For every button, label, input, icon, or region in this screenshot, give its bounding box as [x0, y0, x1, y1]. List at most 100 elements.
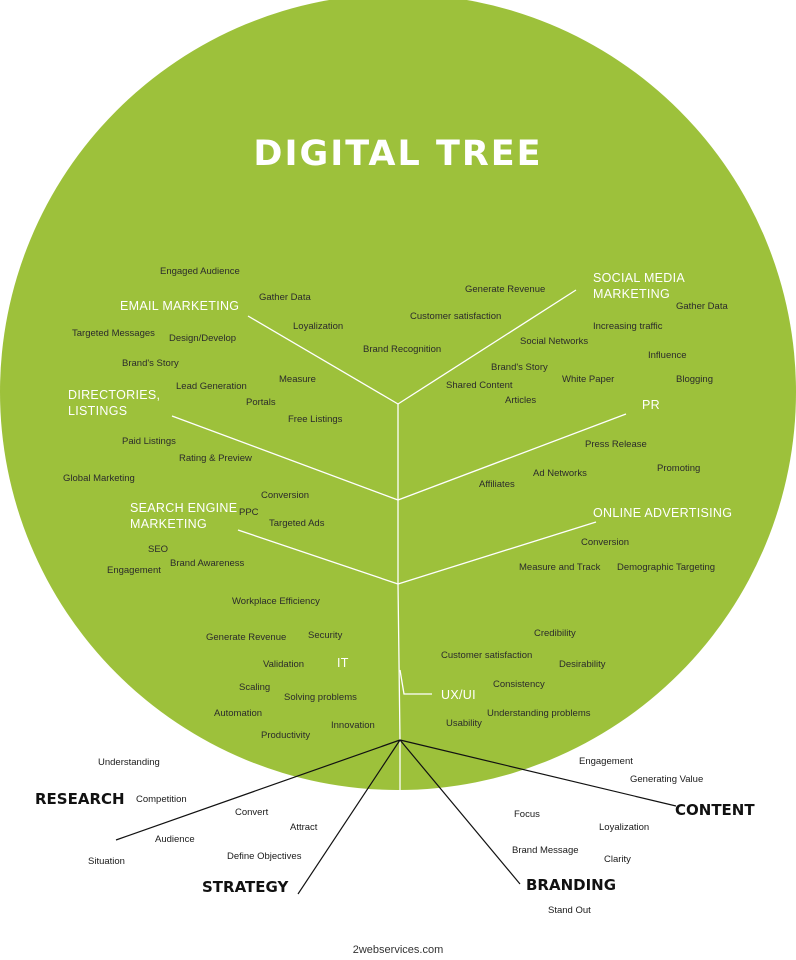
label-situation: Situation — [88, 856, 125, 867]
label-engagement-root: Engagement — [579, 756, 633, 767]
label-press-release: Press Release — [585, 439, 647, 450]
label-audience: Audience — [155, 834, 195, 845]
label-brand-message: Brand Message — [512, 845, 579, 856]
label-targeted-messages: Targeted Messages — [72, 328, 155, 339]
branch-online-advertising — [397, 521, 597, 585]
label-white-paper: White Paper — [562, 374, 615, 385]
label-global-marketing: Global Marketing — [63, 473, 135, 484]
label-blogging: Blogging — [676, 374, 713, 385]
category-it: IT — [337, 656, 349, 670]
label-shared-content: Shared Content — [446, 380, 513, 391]
label-define-objectives: Define Objectives — [227, 851, 302, 862]
root-research — [115, 739, 401, 841]
category-directories-line1: DIRECTORIES, — [68, 388, 161, 402]
label-paid-listings: Paid Listings — [122, 436, 176, 447]
label-usability: Usability — [446, 718, 482, 729]
label-understanding-problems: Understanding problems — [487, 708, 591, 719]
label-gather-data-right: Gather Data — [676, 301, 728, 312]
footer-credit: 2webservices.com — [352, 944, 444, 956]
label-solving-problems: Solving problems — [284, 692, 357, 703]
label-design-develop: Design/Develop — [169, 333, 237, 344]
label-ppc: PPC — [239, 507, 259, 518]
label-security: Security — [308, 630, 343, 641]
label-attract: Attract — [290, 822, 318, 833]
roots — [115, 739, 677, 895]
label-credibility: Credibility — [534, 628, 576, 639]
label-workplace-efficiency: Workplace Efficiency — [232, 596, 320, 607]
root-branding — [399, 739, 521, 885]
category-online-advertising: ONLINE ADVERTISING — [593, 506, 733, 520]
branch-ux-ui — [399, 669, 432, 695]
label-social-networks: Social Networks — [520, 336, 589, 347]
label-gather-data-left: Gather Data — [259, 292, 311, 303]
label-understanding: Understanding — [98, 757, 160, 768]
trunk-and-branches — [171, 289, 627, 790]
category-search-engine-line2: MARKETING — [130, 517, 208, 531]
label-brand-awareness: Brand Awareness — [170, 558, 245, 569]
label-articles: Articles — [505, 395, 537, 406]
label-stand-out: Stand Out — [548, 905, 591, 916]
label-convert: Convert — [235, 807, 269, 818]
label-clarity: Clarity — [604, 854, 631, 865]
label-brand-recognition: Brand Recognition — [363, 344, 442, 355]
label-generate-revenue-top: Generate Revenue — [465, 284, 546, 295]
label-consistency: Consistency — [493, 679, 545, 690]
label-engaged-audience: Engaged Audience — [160, 266, 240, 277]
root-heading-branding: BRANDING — [526, 876, 617, 894]
label-focus: Focus — [514, 809, 540, 820]
category-email-marketing: EMAIL MARKETING — [120, 299, 240, 313]
label-engagement-left: Engagement — [107, 565, 161, 576]
label-brands-story-right: Brand's Story — [491, 362, 548, 373]
label-ad-networks: Ad Networks — [533, 468, 587, 479]
label-generating-value: Generating Value — [630, 774, 704, 785]
label-desirability: Desirability — [559, 659, 606, 670]
label-measure-and-track: Measure and Track — [519, 562, 601, 573]
branch-email-marketing — [247, 315, 399, 405]
diagram-title: DIGITAL TREE — [253, 134, 543, 174]
label-customer-satisfaction-top: Customer satisfaction — [410, 311, 502, 322]
category-search-engine-line1: SEARCH ENGINE — [130, 501, 238, 515]
label-productivity: Productivity — [261, 730, 311, 741]
category-social-media-line1: SOCIAL MEDIA — [593, 271, 686, 285]
root-heading-content: CONTENT — [675, 801, 755, 819]
label-competition: Competition — [136, 794, 187, 805]
label-conversion-right: Conversion — [581, 537, 630, 548]
category-social-media-line2: MARKETING — [593, 287, 671, 301]
label-scaling: Scaling — [239, 682, 271, 693]
label-promoting: Promoting — [657, 463, 701, 474]
root-strategy — [297, 739, 401, 895]
label-affiliates: Affiliates — [479, 479, 515, 490]
category-directories-line2: LISTINGS — [68, 404, 128, 418]
label-influence: Influence — [648, 350, 687, 361]
label-increasing-traffic: Increasing traffic — [593, 321, 663, 332]
root-heading-research: RESEARCH — [35, 790, 125, 808]
label-brands-story-left: Brand's Story — [122, 358, 179, 369]
branch-search-engine — [237, 529, 399, 585]
label-lead-generation: Lead Generation — [176, 381, 247, 392]
label-loyalization-root: Loyalization — [599, 822, 650, 833]
label-generate-revenue-it: Generate Revenue — [206, 632, 287, 643]
branch-pr — [397, 413, 627, 501]
label-rating-preview: Rating & Preview — [179, 453, 252, 464]
canopy-circle — [0, 0, 796, 790]
label-free-listings: Free Listings — [288, 414, 343, 425]
label-loyalization-top: Loyalization — [293, 321, 344, 332]
root-heading-strategy: STRATEGY — [202, 878, 289, 896]
label-seo: SEO — [148, 544, 169, 555]
branch-social-media — [397, 289, 577, 405]
label-conversion-left: Conversion — [261, 490, 310, 501]
label-customer-satisfaction-ux: Customer satisfaction — [441, 650, 533, 661]
branch-directories — [171, 415, 399, 501]
label-targeted-ads: Targeted Ads — [269, 518, 325, 529]
category-ux-ui: UX/UI — [441, 688, 476, 702]
label-innovation: Innovation — [331, 720, 375, 731]
label-demographic-targeting: Demographic Targeting — [617, 562, 716, 573]
category-pr: PR — [642, 398, 660, 412]
label-validation: Validation — [263, 659, 305, 670]
root-content — [399, 739, 677, 807]
label-portals: Portals — [246, 397, 276, 408]
label-measure: Measure — [279, 374, 316, 385]
label-automation: Automation — [214, 708, 263, 719]
